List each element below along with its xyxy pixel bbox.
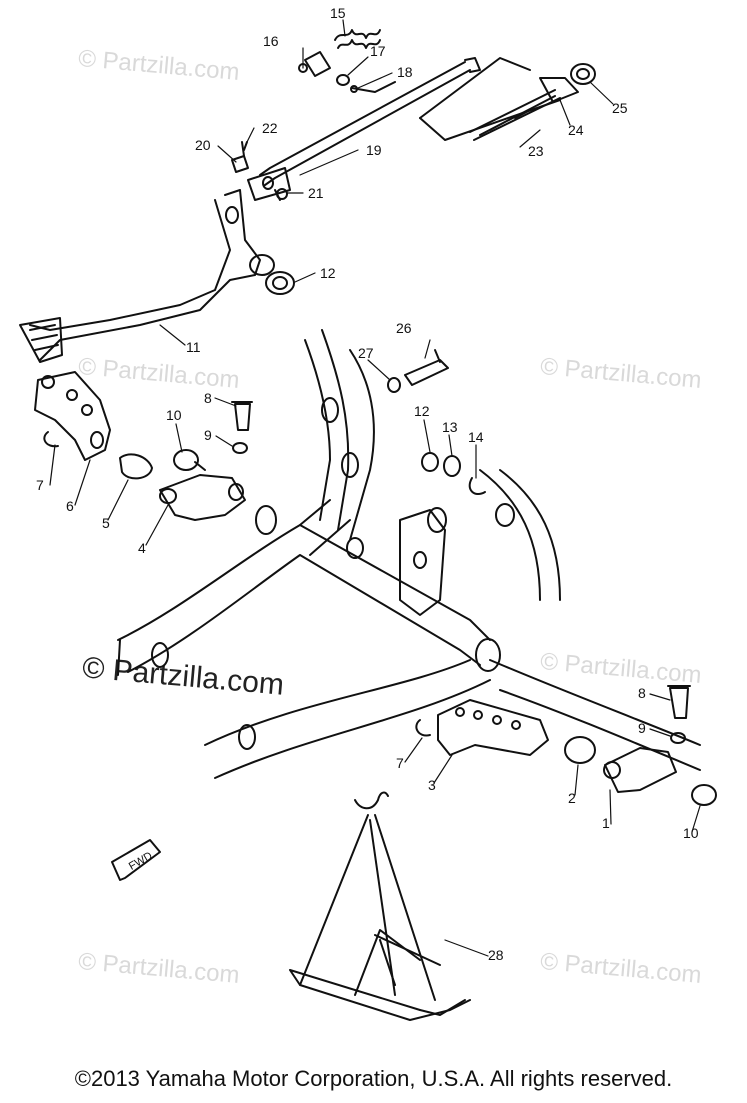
copyright-notice: ©2013 Yamaha Motor Corporation, U.S.A. A… (74, 1066, 673, 1091)
callout-11: 11 (186, 339, 201, 355)
stand (289, 791, 471, 1021)
callout-21: 21 (308, 185, 324, 201)
callout-16: 16 (263, 33, 279, 49)
callout-18: 18 (397, 64, 413, 80)
callout-23: 23 (528, 143, 544, 159)
frame-cross-member (117, 505, 701, 779)
callout-28: 28 (488, 947, 504, 963)
callout-1: 1 (602, 815, 610, 831)
callout-12-upper: 12 (320, 265, 336, 281)
callout-25: 25 (612, 100, 628, 116)
callout-17: 17 (370, 43, 386, 59)
callout-10-right: 10 (683, 825, 699, 841)
callout-7-right: 7 (396, 755, 404, 771)
callout-24: 24 (568, 122, 584, 138)
callout-14: 14 (468, 429, 484, 445)
callout-20: 20 (195, 137, 211, 153)
rear-mount-parts (387, 349, 486, 496)
callout-13: 13 (442, 419, 458, 435)
callout-3: 3 (428, 777, 436, 793)
callout-numbers: 1 2 3 4 5 6 7 7 8 8 9 9 10 10 11 12 12 1… (36, 5, 699, 963)
brake-pedal (19, 189, 275, 363)
pivot-parts (231, 141, 295, 295)
brake-rod (247, 61, 471, 201)
callout-8-right: 8 (638, 685, 646, 701)
callout-22: 22 (262, 120, 278, 136)
callout-15: 15 (330, 5, 346, 21)
callout-27: 27 (358, 345, 374, 361)
callout-26: 26 (396, 320, 412, 336)
callout-8-left: 8 (204, 390, 212, 406)
callout-10-left: 10 (166, 407, 182, 423)
leader-lines (49, 19, 701, 957)
fwd-arrow-icon (111, 839, 161, 881)
spring-and-bracket (298, 29, 396, 93)
right-footrest (415, 685, 717, 806)
adjuster-assembly (419, 57, 596, 141)
callout-12-rear: 12 (414, 403, 430, 419)
callout-2: 2 (568, 790, 576, 806)
callout-6: 6 (66, 498, 74, 514)
callout-9-left: 9 (204, 427, 212, 443)
callout-5: 5 (102, 515, 110, 531)
callout-7-left: 7 (36, 477, 44, 493)
callout-4: 4 (138, 540, 146, 556)
left-footrest (34, 371, 253, 521)
callout-9-right: 9 (638, 720, 646, 736)
frame-uprights (299, 329, 561, 616)
callout-19: 19 (366, 142, 382, 158)
fwd-label: FWD (127, 850, 155, 873)
